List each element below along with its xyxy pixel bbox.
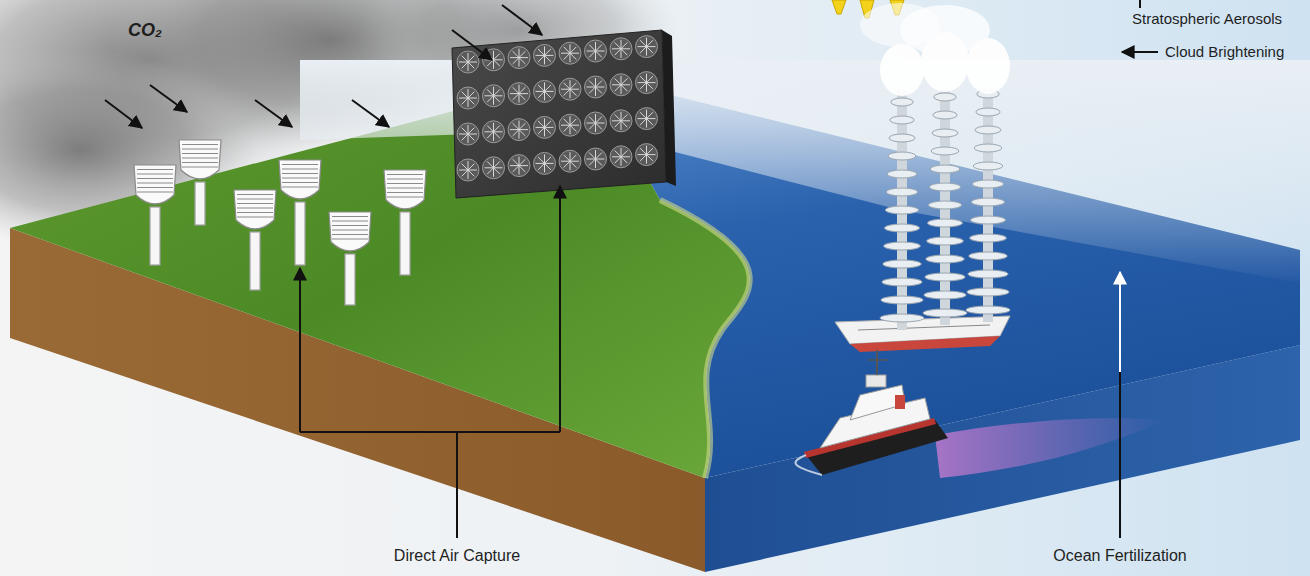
callout-label: Direct Air Capture (394, 546, 520, 565)
callout-label: CO₂ (128, 20, 162, 42)
callout-label: Stratospheric Aerosols (1132, 10, 1282, 28)
callout-label: Cloud Brightening (1165, 43, 1284, 61)
callout-label: Ocean Fertilization (1053, 546, 1186, 565)
